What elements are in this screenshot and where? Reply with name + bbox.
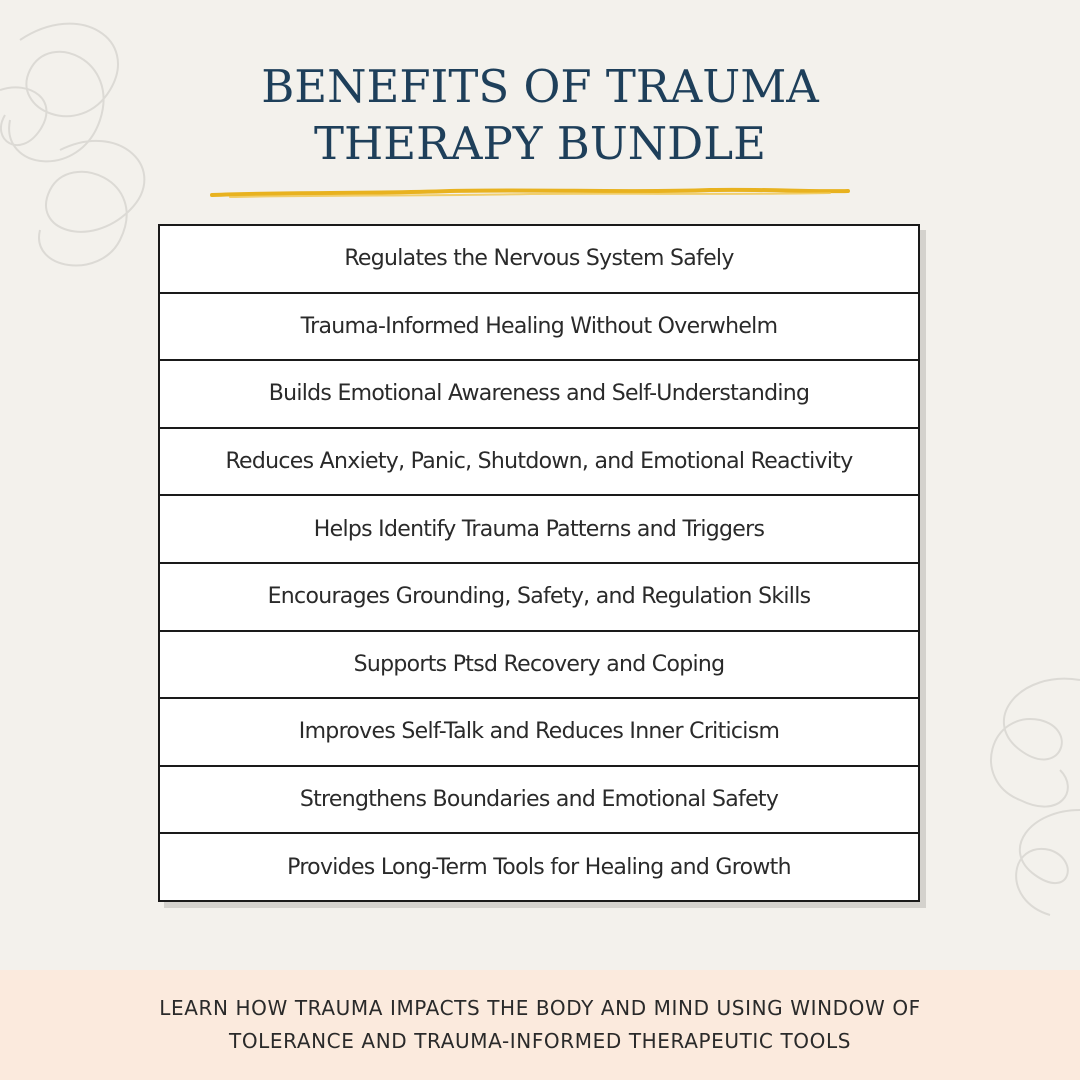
title-line-1: Benefits of Trauma xyxy=(261,60,819,113)
benefit-row: Reduces Anxiety, Panic, Shutdown, and Em… xyxy=(160,429,918,497)
scribble-decoration xyxy=(990,677,1080,916)
page-title: Benefits of Trauma Therapy Bundle xyxy=(0,58,1080,172)
footer-line-2: Tolerance and trauma-informed therapeuti… xyxy=(229,1029,851,1053)
benefit-row: Regulates the Nervous System Safely xyxy=(160,226,918,294)
benefit-row: Supports Ptsd Recovery and Coping xyxy=(160,632,918,700)
benefit-row: Improves Self-Talk and Reduces Inner Cri… xyxy=(160,699,918,767)
title-line-2: Therapy Bundle xyxy=(314,117,766,170)
benefit-row: Provides Long-Term Tools for Healing and… xyxy=(287,854,791,880)
benefits-table: Regulates the Nervous System Safely Trau… xyxy=(158,224,920,902)
benefit-row: Trauma-Informed Healing Without Overwhel… xyxy=(160,294,918,362)
footer-line-1: Learn how trauma impacts the body and mi… xyxy=(159,996,921,1020)
benefit-row: Builds Emotional Awareness and Self-Unde… xyxy=(160,361,918,429)
benefit-row: Helps Identify Trauma Patterns and Trigg… xyxy=(160,496,918,564)
benefit-row: Encourages Grounding, Safety, and Regula… xyxy=(160,564,918,632)
benefit-row: Strengthens Boundaries and Emotional Saf… xyxy=(160,767,918,835)
footer-banner: Learn how trauma impacts the body and mi… xyxy=(0,970,1080,1080)
title-underline xyxy=(210,187,850,198)
